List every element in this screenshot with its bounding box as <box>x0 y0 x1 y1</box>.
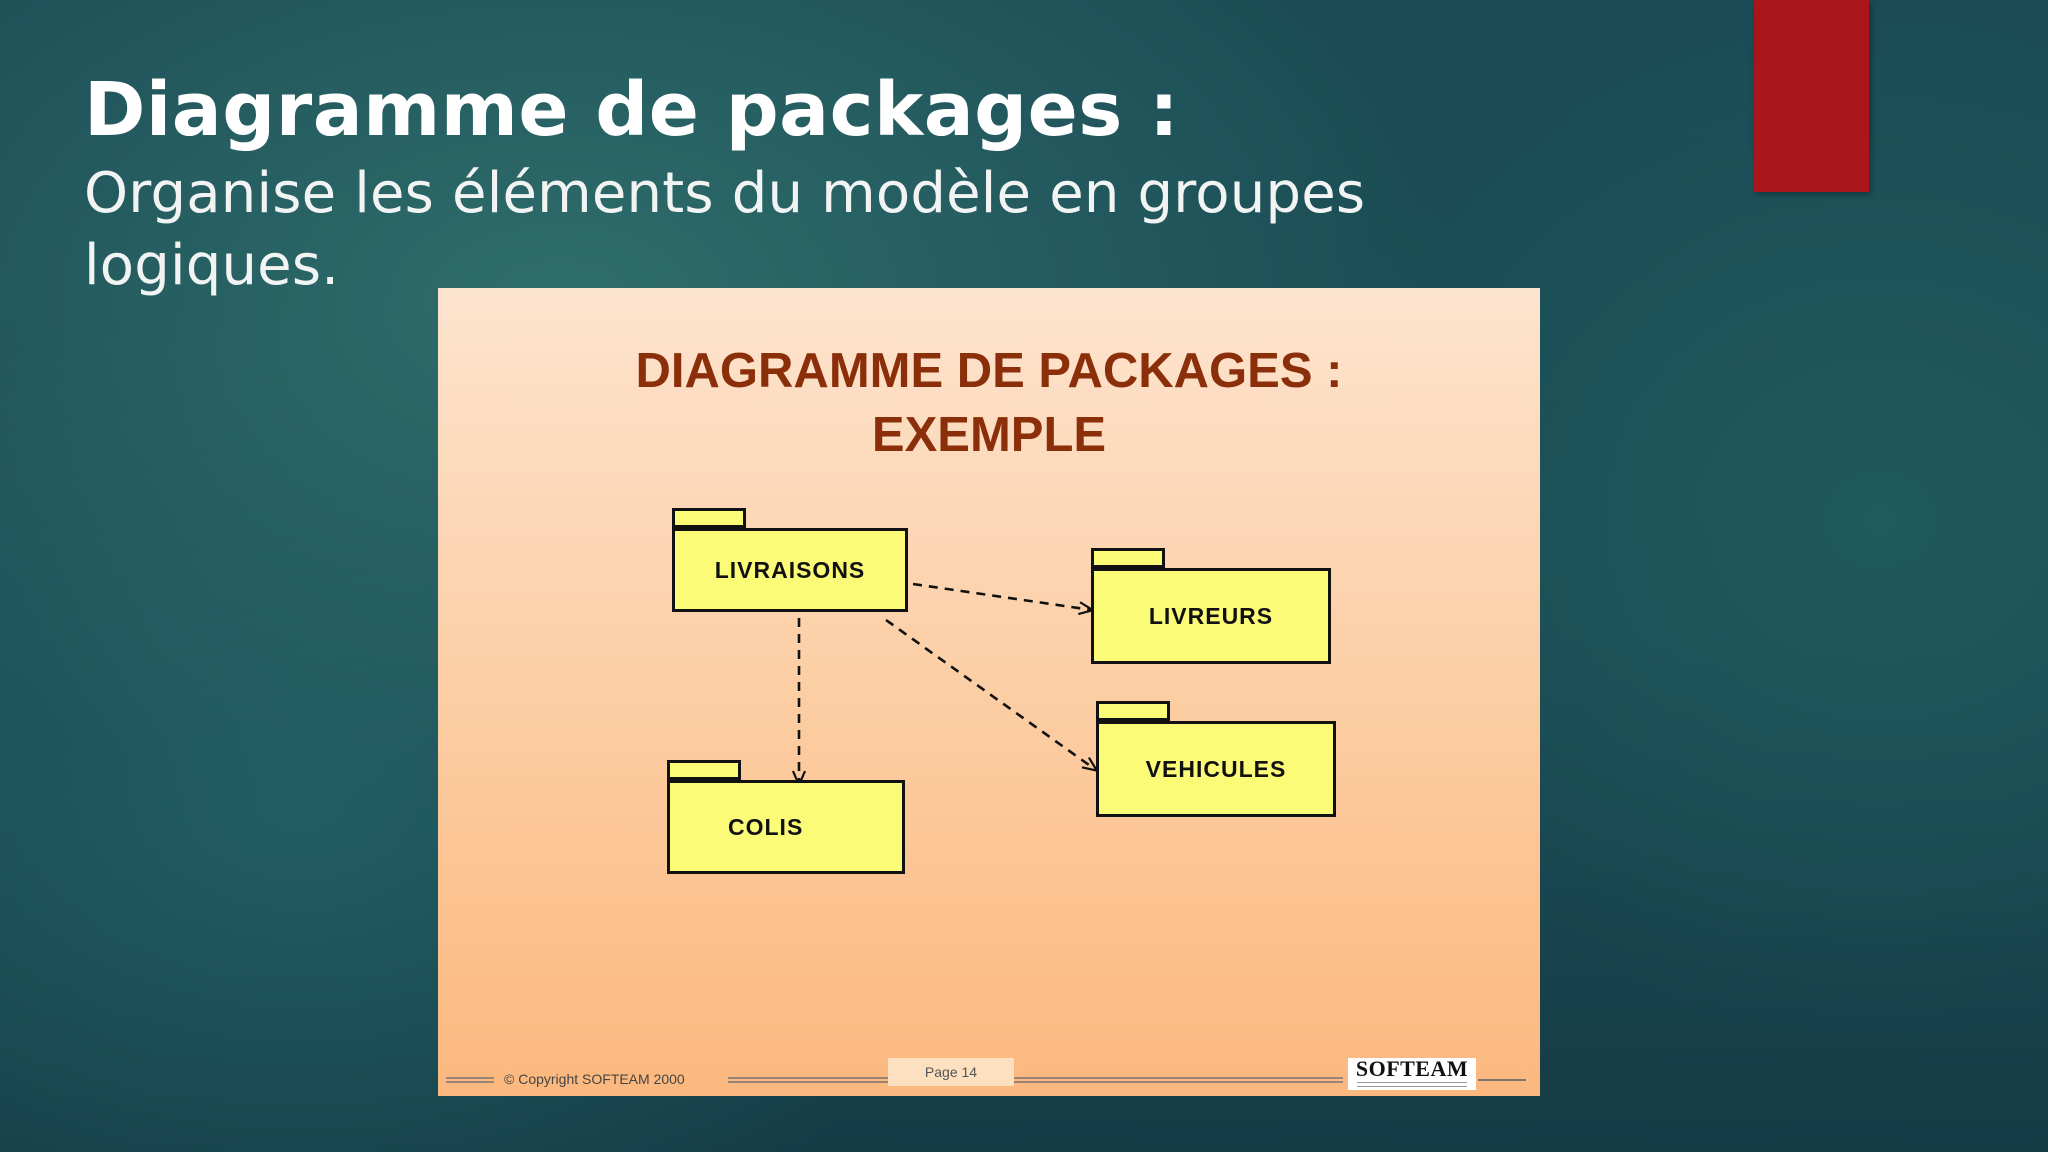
slide-heading: Diagramme de packages : Organise les élé… <box>84 62 1484 302</box>
dependency-livraisons-vehicules <box>885 618 1096 770</box>
footer-copyright: © Copyright SOFTEAM 2000 <box>504 1071 685 1087</box>
slide-subtitle: Organise les éléments du modèle en group… <box>84 161 1366 298</box>
dependency-livraisons-livreurs <box>912 582 1092 610</box>
figure-title-line1: DIAGRAMME DE PACKAGES : <box>635 344 1343 398</box>
dependency-arrows <box>446 582 1526 1083</box>
package-label-livreurs: LIVREURS <box>1091 568 1331 664</box>
logo-rule <box>1357 1082 1467 1087</box>
footer-page-number: Page 14 <box>888 1058 1014 1086</box>
package-tab <box>1096 701 1170 721</box>
package-tab <box>667 760 741 780</box>
package-tab <box>1091 548 1165 568</box>
package-label-colis: COLIS <box>667 780 905 874</box>
package-label-livraisons: LIVRAISONS <box>672 528 908 612</box>
package-label-vehicules: VEHICULES <box>1096 721 1336 817</box>
decorative-red-tab <box>1754 0 1869 192</box>
figure-title-line2: EXEMPLE <box>871 408 1107 462</box>
slide-title: Diagramme de packages : <box>84 67 1180 153</box>
logo-text: SOFTEAM <box>1355 1056 1469 1081</box>
package-tab <box>672 508 746 528</box>
softeam-logo: SOFTEAM <box>1348 1058 1476 1090</box>
package-diagram-figure: DIAGRAMME DE PACKAGES : EXEMPLE LIVRAISO… <box>438 288 1540 1096</box>
